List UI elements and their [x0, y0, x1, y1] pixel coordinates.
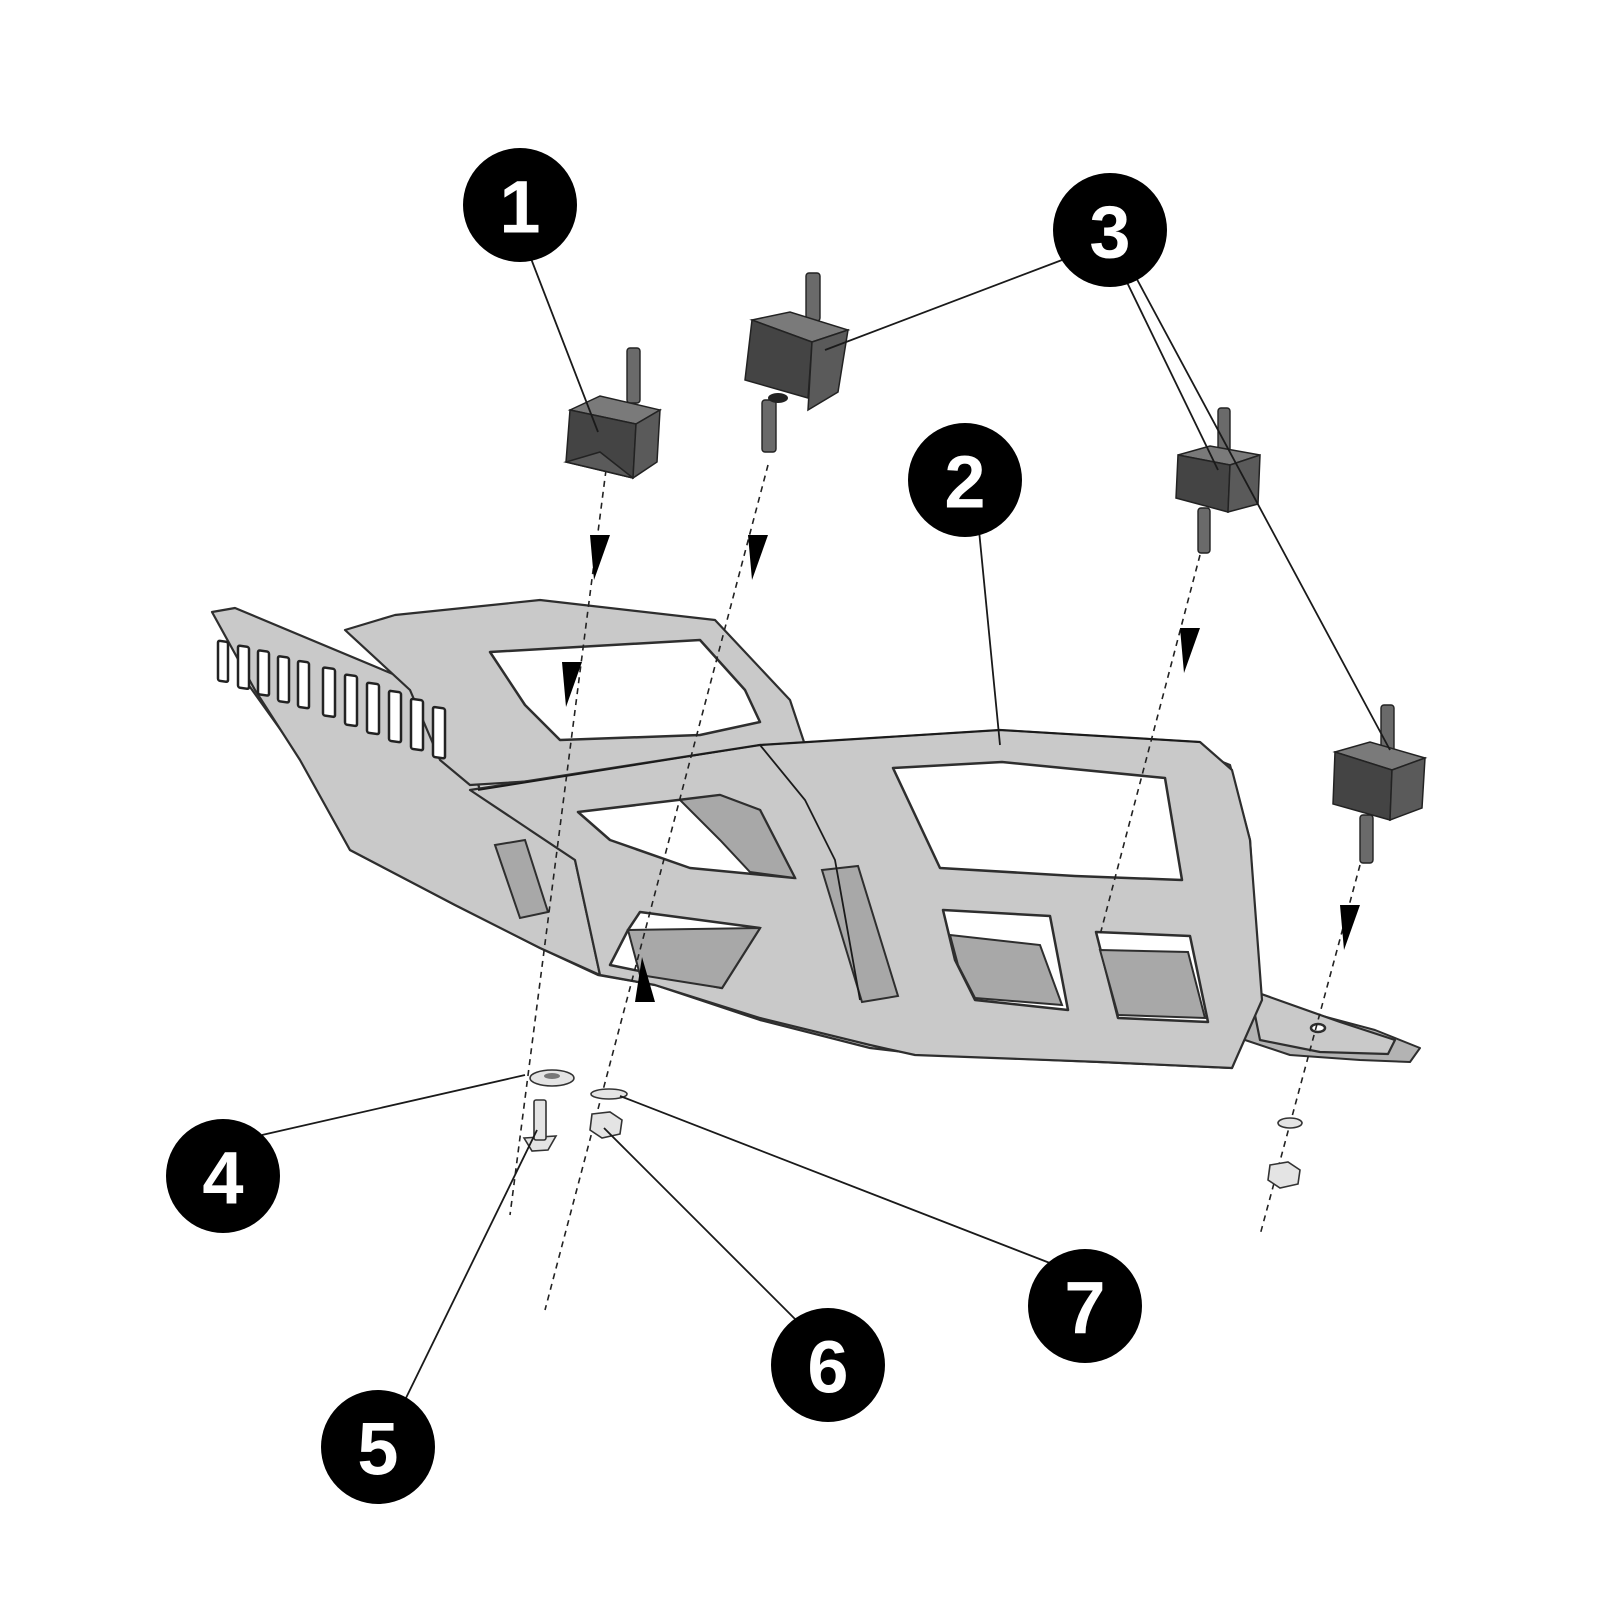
callout-3: 3: [1053, 173, 1167, 287]
callout-3-label: 3: [1089, 191, 1130, 274]
arrow-down-icon: [1180, 628, 1200, 673]
callout-1-label: 1: [499, 166, 540, 249]
callout-6: 6: [771, 1308, 885, 1422]
arrow-down-icon: [748, 535, 768, 580]
washer-icon: [529, 1069, 575, 1087]
washer-icon: [590, 1088, 628, 1100]
rubber-mount-icon: [744, 272, 851, 453]
callout-1: 1: [463, 148, 577, 262]
arrow-down-icon: [1340, 905, 1360, 950]
callout-7: 7: [1028, 1249, 1142, 1363]
arrow-down-icon: [562, 662, 582, 707]
arrow-up-icon: [635, 957, 655, 1002]
vent-slots: [216, 639, 447, 760]
arrow-down-icon: [590, 535, 610, 580]
rubber-mount-icon: [563, 347, 663, 480]
callout-2-label: 2: [944, 441, 985, 524]
callout-5: 5: [321, 1390, 435, 1504]
callout-6-label: 6: [807, 1326, 848, 1409]
direction-arrows: [562, 535, 1360, 1002]
callout-7-label: 7: [1064, 1267, 1105, 1350]
leader-lines: [261, 255, 1391, 1401]
rubber-mount-icon: [1175, 407, 1261, 554]
skid-plate-icon: [210, 598, 1421, 1070]
callout-2: 2: [908, 423, 1022, 537]
washer-icon: [1277, 1117, 1303, 1129]
callout-4-label: 4: [202, 1137, 243, 1220]
nut-icon: [589, 1111, 623, 1139]
rubber-mount-icon: [1332, 704, 1428, 864]
nut-icon: [1267, 1161, 1301, 1189]
countersunk-screw-icon: [522, 1099, 558, 1152]
callout-4: 4: [166, 1119, 280, 1233]
callout-5-label: 5: [357, 1408, 398, 1491]
